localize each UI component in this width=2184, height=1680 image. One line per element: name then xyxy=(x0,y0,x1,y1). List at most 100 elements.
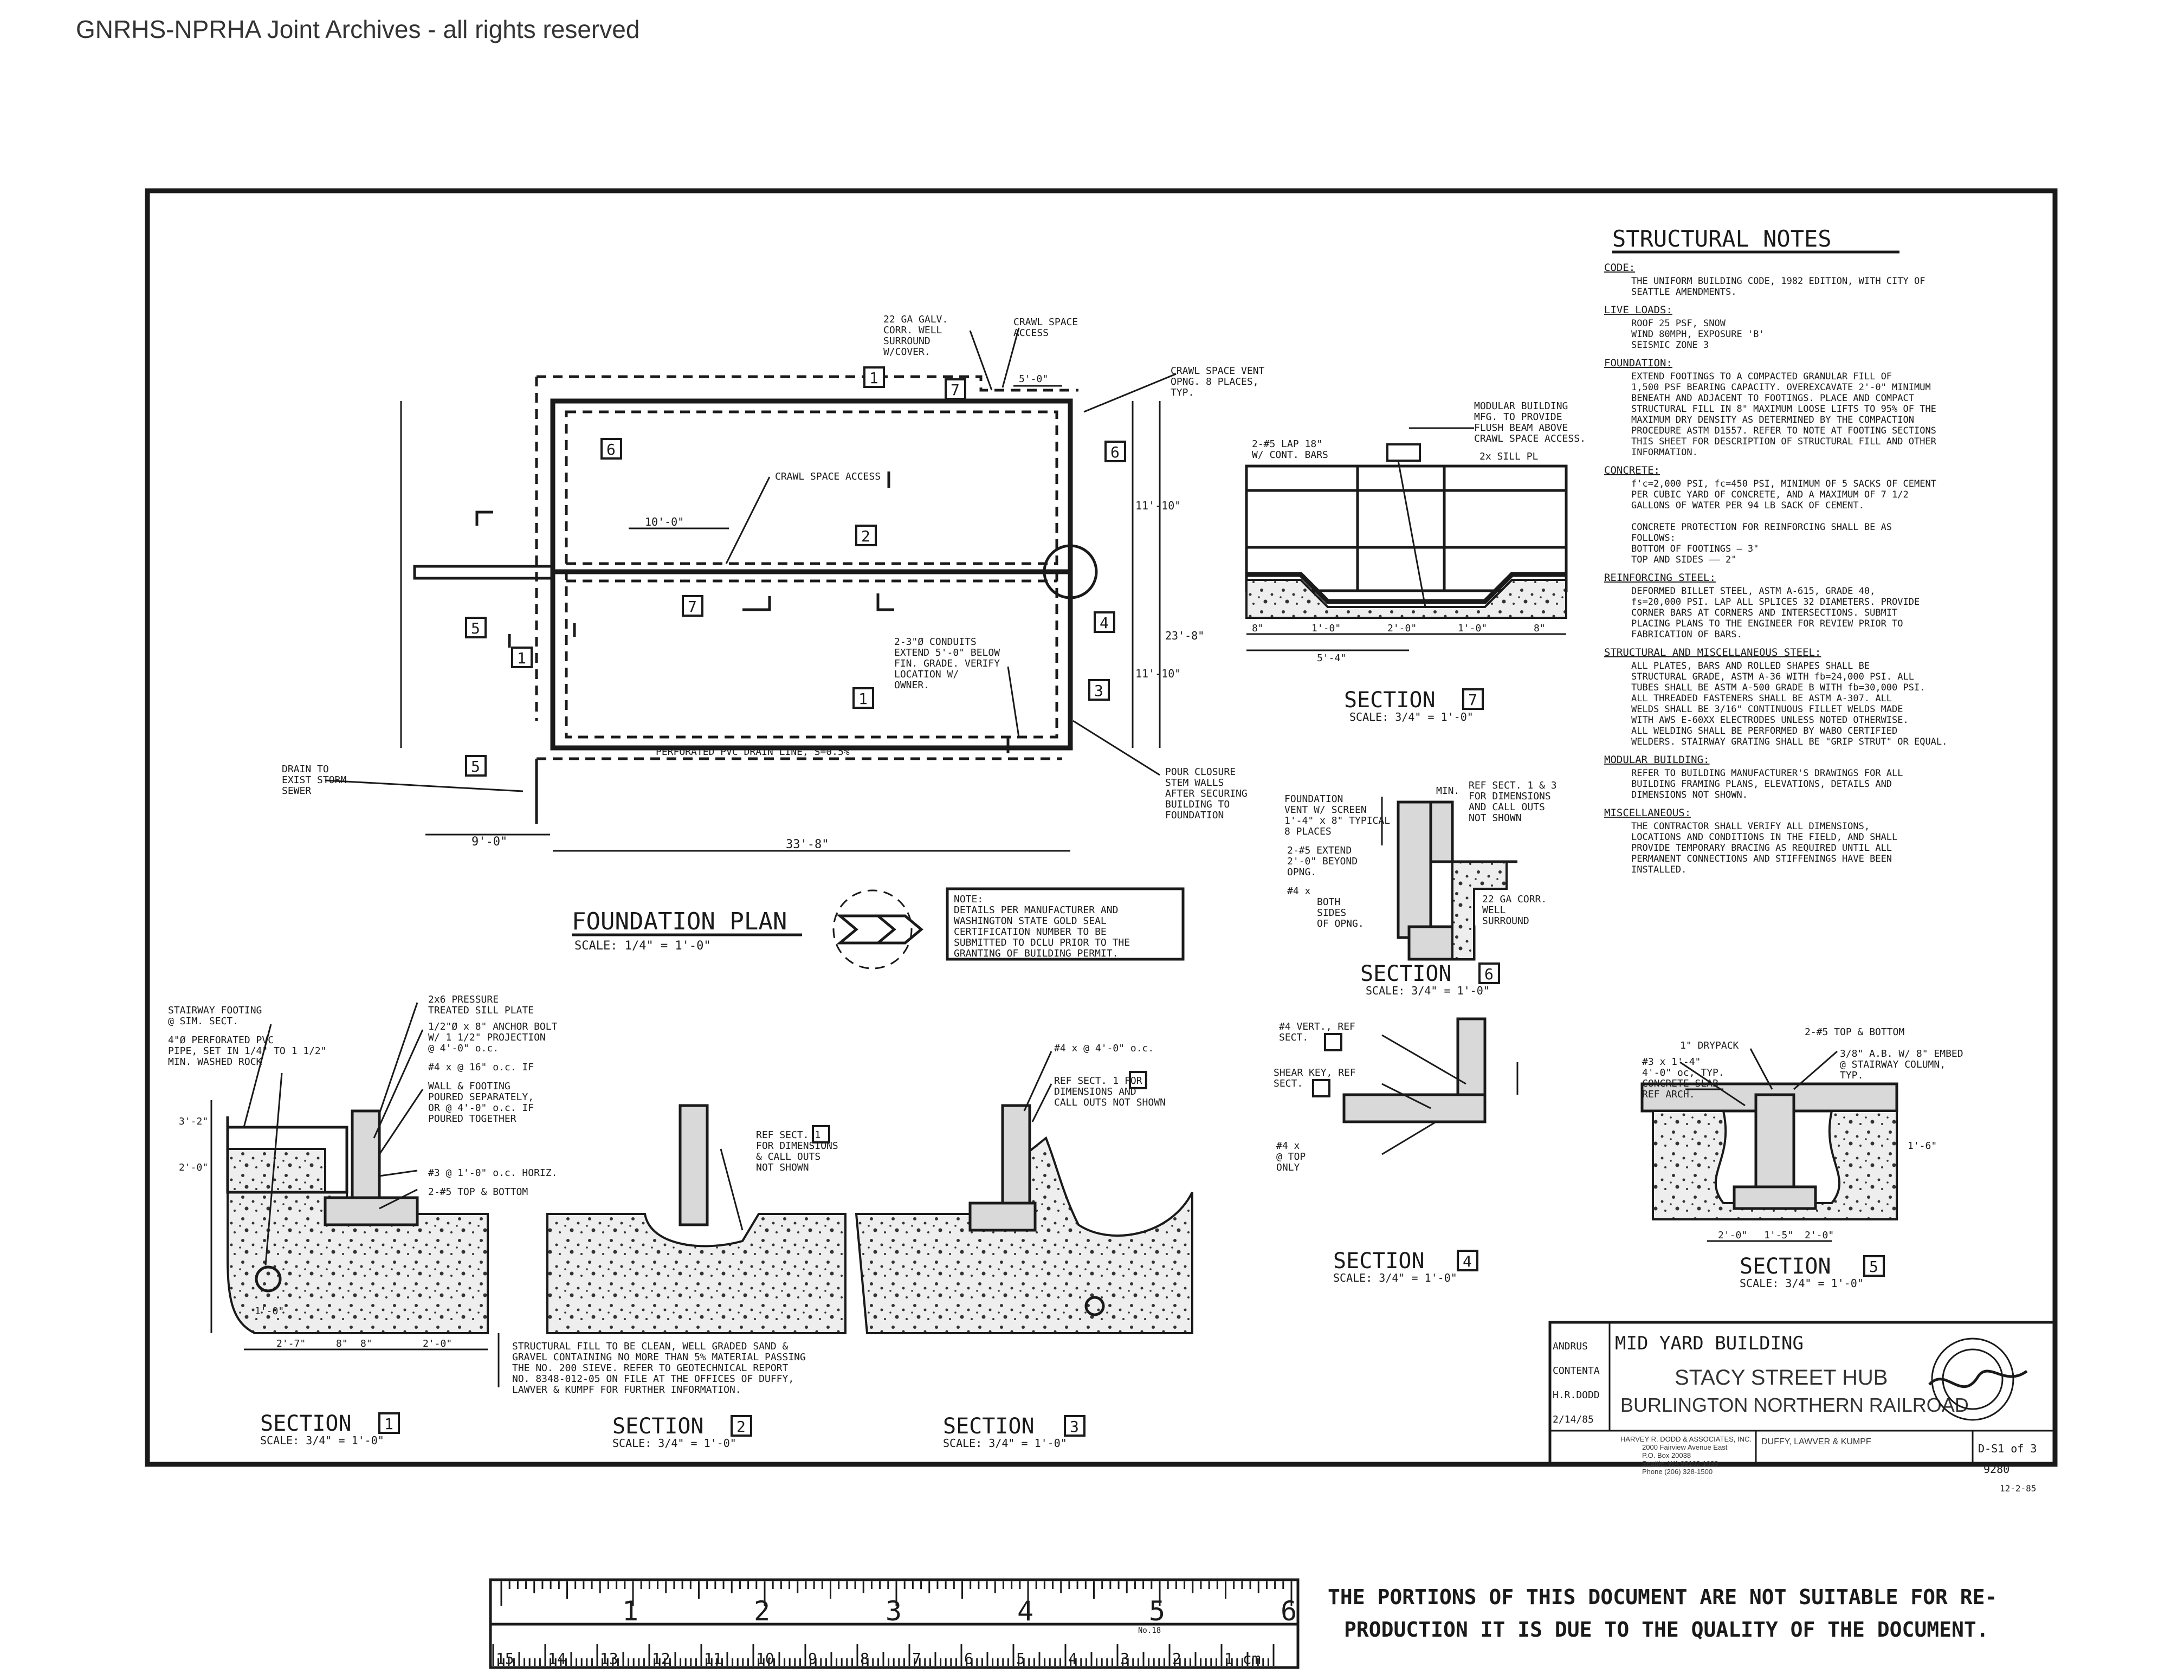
section-1-title: SECTION xyxy=(260,1411,352,1436)
ruler-cm-number: 12 xyxy=(652,1650,670,1668)
ruler-cm-number: 14 xyxy=(548,1650,566,1668)
drain-callout: DRAIN TO EXIST STORM SEWER xyxy=(282,764,352,797)
notes-line: fs=20,000 PSI. LAP ALL SPLICES 32 DIAMET… xyxy=(1631,597,1920,608)
notes-line: THE UNIFORM BUILDING CODE, 1982 EDITION,… xyxy=(1631,276,1925,287)
checked-by: CONTENTA xyxy=(1553,1365,1600,1377)
section-1-dim-7: 2'-0" xyxy=(423,1338,452,1349)
notes-line: SEATTLE AMENDMENTS. xyxy=(1631,287,1736,298)
section-4-scale: SCALE: 3/4" = 1'-0" xyxy=(1333,1271,1457,1284)
ruler-label: No.18 xyxy=(1138,1626,1161,1635)
notes-heading: MISCELLANEOUS: xyxy=(1604,807,1691,819)
section-7-sill-callout: 2x SILL PL xyxy=(1479,451,1539,462)
notes-line: MAXIMUM DRY DENSITY AS DETERMINED BY THE… xyxy=(1631,415,1914,425)
section-5-dim-2: 1'-5" xyxy=(1764,1230,1793,1241)
dim-33ft: 33'-8" xyxy=(786,838,829,851)
section-3-scale: SCALE: 3/4" = 1'-0" xyxy=(943,1437,1067,1450)
section-4-tag: 4 xyxy=(1463,1252,1472,1270)
section-6-vent-callout: FOUNDATION VENT W/ SCREEN 1'-4" x 8" TYP… xyxy=(1284,793,1396,837)
dim-5ft: 5'-0" xyxy=(1019,373,1048,385)
notes-heading: LIVE LOADS: xyxy=(1604,304,1672,316)
section-1-dim-6: 8" xyxy=(360,1338,372,1349)
project-name: MID YARD BUILDING xyxy=(1615,1333,1804,1354)
section-1-dim-2: 2'-0" xyxy=(179,1162,208,1173)
notes-line: INFORMATION. xyxy=(1631,447,1698,458)
ruler-cm-number: 11 xyxy=(704,1650,722,1668)
tag-5-bottom: 5 xyxy=(471,758,480,776)
notes-line: PER CUBIC YARD OF CONCRETE, AND A MAXIMU… xyxy=(1631,489,1909,500)
section-7-dim-5: 8" xyxy=(1534,623,1546,634)
notes-line: WITH AWS E-60XX ELECTRODES UNLESS NOTED … xyxy=(1631,715,1909,726)
section-5-drypack: 1" DRYPACK xyxy=(1680,1040,1739,1051)
ruler-inch-number: 4 xyxy=(1017,1595,1033,1627)
notes-line: TOP AND SIDES —— 2" xyxy=(1631,554,1736,565)
section-7-dim-1: 8" xyxy=(1252,623,1264,634)
tag-1-left: 1 xyxy=(517,649,526,667)
section-1-horiz-callout: #4 x @ 16" o.c. IF xyxy=(428,1062,534,1073)
section-7-dim-4: 1'-0" xyxy=(1458,623,1487,634)
client-name: BURLINGTON NORTHERN RAILROAD xyxy=(1620,1394,1969,1416)
section-3-title: SECTION xyxy=(943,1414,1035,1439)
section-6-ref-callout: REF SECT. 1 & 3 FOR DIMENSIONS AND CALL … xyxy=(1469,780,1562,824)
section-2-title: SECTION xyxy=(612,1414,704,1439)
ruler-cm-number: 2 xyxy=(1172,1650,1181,1668)
ruler-cm-number: 15 xyxy=(496,1650,514,1668)
section-3-top-callout: #4 x @ 4'-0" o.c. xyxy=(1054,1043,1154,1054)
notes-line: REFER TO BUILDING MANUFACTURER'S DRAWING… xyxy=(1631,768,1903,779)
north-arrow-icon xyxy=(832,889,923,970)
notes-heading: CONCRETE: xyxy=(1604,464,1660,476)
foundation-plan: 1 7 6 2 7 4 5 1 1 3 5 6 22 GA GALV. CORR… xyxy=(282,314,1265,970)
dim-23ft: 23'-8" xyxy=(1165,629,1204,642)
structural-notes: STRUCTURAL NOTES CODE:THE UNIFORM BUILDI… xyxy=(1604,225,1947,875)
section-7-title: SECTION xyxy=(1344,688,1436,713)
title-block: ANDRUS CONTENTA H.R.DODD 2/14/85 MID YAR… xyxy=(1548,1321,2057,1494)
section-7-scale: SCALE: 3/4" = 1'-0" xyxy=(1349,710,1474,723)
notes-line: TUBES SHALL BE ASTM A-500 GRADE B WITH f… xyxy=(1631,682,1925,693)
disclaimer-line-1: THE PORTIONS OF THIS DOCUMENT ARE NOT SU… xyxy=(1328,1585,1997,1609)
section-1-tag: 1 xyxy=(384,1415,393,1433)
disclaimer-stamp: THE PORTIONS OF THIS DOCUMENT ARE NOT SU… xyxy=(1328,1585,1997,1642)
engineer-name: DUFFY, LAWVER & KUMPF xyxy=(1761,1437,1871,1446)
drawn-by: ANDRUS xyxy=(1553,1341,1588,1352)
section-7-dim-total: 5'-4" xyxy=(1317,652,1346,664)
section-1-dim-1: 3'-2" xyxy=(179,1116,208,1127)
tag-7-top: 7 xyxy=(951,381,960,399)
dim-11ft-upper: 11'-10" xyxy=(1135,499,1181,512)
ruler-cm-number: 13 xyxy=(600,1650,618,1668)
notes-line: WELDERS. STAIRWAY GRATING SHALL BE "GRIP… xyxy=(1631,736,1947,747)
manufacturer-note: NOTE: DETAILS PER MANUFACTURER AND WASHI… xyxy=(954,894,1136,959)
notes-line: STRUCTURAL FILL IN 8" MAXIMUM LOOSE LIFT… xyxy=(1631,404,1936,415)
foundation-plan-title: FOUNDATION PLAN xyxy=(572,908,787,935)
structural-fill-note: STRUCTURAL FILL TO BE CLEAN, WELL GRADED… xyxy=(512,1341,812,1395)
notes-line: SEISMIC ZONE 3 xyxy=(1631,340,1709,351)
notes-line: PERMANENT CONNECTIONS AND STIFFENINGS HA… xyxy=(1631,854,1892,864)
notes-line: FABRICATION OF BARS. xyxy=(1631,629,1742,640)
notes-line: WIND 80MPH, EXPOSURE 'B' xyxy=(1631,329,1765,340)
ruler-inch-number: 2 xyxy=(754,1595,770,1627)
ruler-cm-number: 7 xyxy=(912,1650,921,1668)
notes-line: DIMENSIONS NOT SHOWN. xyxy=(1631,790,1748,800)
notes-line: ALL THREADED FASTENERS SHALL BE ASTM A-3… xyxy=(1631,693,1892,704)
ruler-cm-number: 9 xyxy=(808,1650,817,1668)
section-2-ref-callout: REF SECT. 1 FOR DIMENSIONS & CALL OUTS N… xyxy=(756,1129,844,1173)
notes-line: INSTALLED. xyxy=(1631,864,1687,875)
notes-line: EXTEND FOOTINGS TO A COMPACTED GRANULAR … xyxy=(1631,371,1892,382)
section-1-pipe-callout: 4"Ø PERFORATED PVC PIPE, SET IN 1/4" TO … xyxy=(168,1035,332,1068)
revision-stamp: 12-2-85 xyxy=(2000,1483,2036,1494)
section-6-title: SECTION xyxy=(1360,961,1452,986)
section-2-tag: 2 xyxy=(736,1418,746,1436)
section-5-title: SECTION xyxy=(1740,1254,1831,1279)
sheet-number: D-S1 of 3 xyxy=(1978,1442,2037,1455)
notes-line: THE CONTRACTOR SHALL VERIFY ALL DIMENSIO… xyxy=(1631,821,1870,832)
notes-line: DEFORMED BILLET STEEL, ASTM A-615, GRADE… xyxy=(1631,586,1875,597)
firm-block: HARVEY R. DODD & ASSOCIATES, INC. 2000 F… xyxy=(1620,1435,1754,1476)
section-3: #4 x @ 4'-0" o.c. REF SECT. 1 FOR DIMENS… xyxy=(855,1043,1193,1450)
closure-callout: POUR CLOSURE STEM WALLS AFTER SECURING B… xyxy=(1165,766,1253,821)
notes-line: THIS SHEET FOR DESCRIPTION OF STRUCTURAL… xyxy=(1631,436,1937,447)
section-5-bolt: 3/8" A.B. W/ 8" EMBED @ STAIRWAY COLUMN,… xyxy=(1840,1048,1969,1081)
section-5-slab: CONCRETE SLAB REF ARCH. xyxy=(1642,1078,1724,1100)
notes-line: CORNER BARS AT CORNERS AND INTERSECTIONS… xyxy=(1631,608,1897,618)
section-5-stirrup: #3 x 1'-4" 4'-0" oc, TYP. xyxy=(1642,1056,1724,1078)
section-1-dim-4: 2'-7" xyxy=(276,1338,306,1349)
conduits-callout: 2-3"Ø CONDUITS EXTEND 5'-0" BELOW FIN. G… xyxy=(894,636,1006,691)
